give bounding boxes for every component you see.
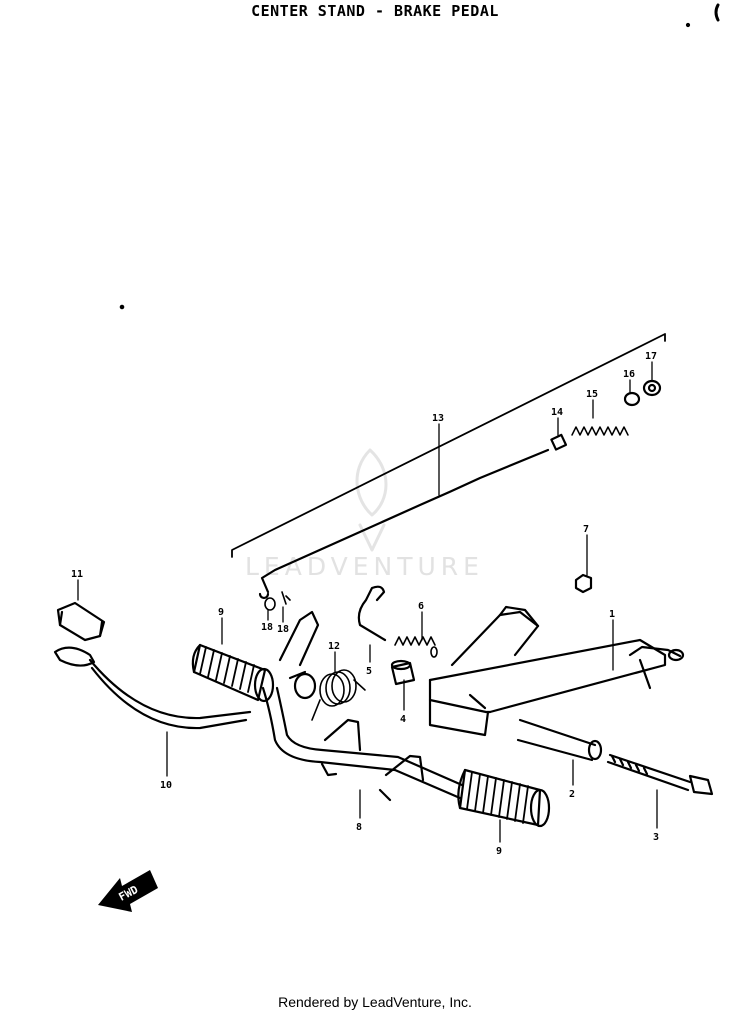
- footrest-rubber-left: [191, 643, 275, 703]
- adjuster-nut: [642, 379, 662, 397]
- footer-credit: Rendered by LeadVenture, Inc.: [278, 994, 472, 1010]
- collar: [390, 659, 416, 686]
- callout-4: 4: [400, 714, 406, 725]
- pivot-bolt: [606, 753, 714, 796]
- rod-nut: [550, 433, 568, 451]
- spring-hook: [357, 585, 387, 642]
- callout-17: 17: [645, 351, 657, 362]
- callout-16: 16: [623, 369, 635, 380]
- brake-pedal: [53, 646, 252, 730]
- torsion-spring: [311, 669, 366, 721]
- cotter-pin: [264, 591, 291, 611]
- callout-9-left: 9: [218, 607, 224, 618]
- pivot-shaft: [516, 718, 603, 762]
- leader-lines: [77, 361, 658, 843]
- callout-9-right: 9: [496, 846, 502, 857]
- brake-rod: [260, 448, 550, 594]
- footrest-bar: [261, 686, 464, 802]
- fwd-arrow-icon: [98, 870, 158, 912]
- callout-18-b: 18: [277, 624, 289, 635]
- watermark-logo: [355, 448, 388, 552]
- rod-joint: [623, 391, 641, 407]
- callout-3: 3: [653, 832, 659, 843]
- callout-5: 5: [366, 666, 372, 677]
- callout-13: 13: [432, 413, 444, 424]
- callout-10: 10: [160, 780, 172, 791]
- rod-spring: [571, 426, 629, 436]
- callout-labels: 1 2 3 4 5 6 7 8 9 9 10 11 12 13 14 15 16…: [71, 351, 659, 904]
- brake-rod-end: [258, 592, 270, 600]
- callout-1: 1: [609, 609, 615, 620]
- callout-6: 6: [418, 601, 424, 612]
- callout-7: 7: [583, 524, 589, 535]
- callout-8: 8: [356, 822, 362, 833]
- callout-11: 11: [71, 569, 83, 580]
- brake-pedal-plate: [278, 610, 320, 700]
- callout-12: 12: [328, 641, 340, 652]
- center-stand-nut: [574, 573, 593, 594]
- return-spring: [394, 636, 438, 658]
- center-stand: [428, 605, 685, 737]
- callout-14: 14: [551, 407, 563, 418]
- callout-15: 15: [586, 389, 598, 400]
- callout-2: 2: [569, 789, 575, 800]
- callout-18-a: 18: [261, 622, 273, 633]
- footrest-rubber-right: [457, 768, 551, 828]
- pedal-rubber: [56, 601, 106, 642]
- rod-assembly-bracket: [231, 333, 666, 558]
- diagram-title: CENTER STAND - BRAKE PEDAL: [251, 2, 499, 20]
